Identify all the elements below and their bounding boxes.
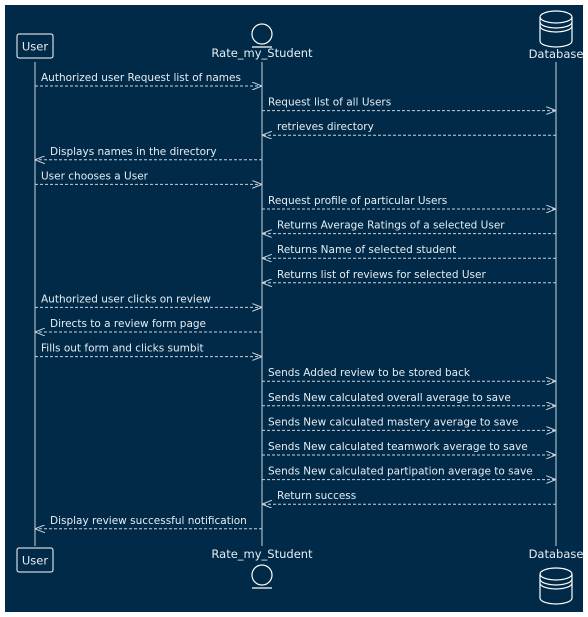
message-label: Authorized user Request list of names [41,72,241,84]
entity-icon [251,564,273,586]
message-label: Fills out form and clicks sumbit [41,343,204,355]
message-8: Returns Name of selected student [263,244,556,258]
message-label: Returns Average Ratings of a selected Us… [277,220,505,232]
message-18: Return success [263,490,556,504]
participant-user-top: User [16,33,54,59]
diagram-background [5,5,583,612]
message-14: Sends New calculated overall average to … [262,392,555,406]
message-2: Request list of all Users [262,97,555,111]
message-13: Sends Added review to be stored back [262,367,555,381]
message-label: Request list of all Users [268,97,391,109]
message-9: Returns list of reviews for selected Use… [263,269,556,283]
participant-db-top: Database [529,10,584,61]
message-10: Authorized user clicks on review [35,293,261,307]
participant-label: Rate_my_Student [211,547,313,561]
message-label: Request profile of particular Users [268,195,447,207]
message-label: Sends New calculated mastery average to … [268,416,518,428]
participant-box [16,33,54,59]
message-7: Returns Average Ratings of a selected Us… [263,220,556,234]
message-label: Display review successful notification [50,515,247,527]
message-label: Displays names in the directory [50,146,217,158]
participant-user-bottom: User [16,547,54,573]
message-label: User chooses a User [41,170,149,182]
message-5: User chooses a User [35,170,261,184]
message-12: Fills out form and clicks sumbit [35,343,261,357]
participant-rate-top: Rate_my_Student [211,23,313,60]
message-label: Sends New calculated overall average to … [268,392,511,404]
message-label: Sends Added review to be stored back [268,367,471,379]
message-label: Authorized user clicks on review [41,293,211,305]
participant-label: Rate_my_Student [211,46,313,60]
message-label: Sends New calculated teamwork average to… [268,441,528,453]
message-4: Displays names in the directory [36,146,262,160]
participant-label: Database [529,47,584,61]
message-16: Sends New calculated teamwork average to… [262,441,555,455]
message-label: Sends New calculated partipation average… [268,466,533,478]
message-label: Returns list of reviews for selected Use… [277,269,486,281]
message-11: Directs to a review form page [36,318,262,332]
message-6: Request profile of particular Users [262,195,555,209]
participant-box [16,547,54,573]
message-19: Display review successful notification [36,515,262,529]
participant-label: User [22,554,48,568]
message-label: Return success [277,490,356,502]
participant-label: User [22,40,48,54]
database-icon [539,567,573,605]
participant-db-bottom: Database [529,547,584,605]
database-icon [539,10,573,48]
message-label: retrieves directory [277,121,374,133]
participant-label: Database [529,547,584,561]
participant-rate-bottom: Rate_my_Student [211,547,313,589]
message-label: Returns Name of selected student [277,244,456,256]
message-17: Sends New calculated partipation average… [262,466,555,480]
entity-icon [251,23,273,45]
message-15: Sends New calculated mastery average to … [262,416,555,430]
message-1: Authorized user Request list of names [35,72,261,86]
message-label: Directs to a review form page [50,318,206,330]
message-3: retrieves directory [263,121,556,135]
